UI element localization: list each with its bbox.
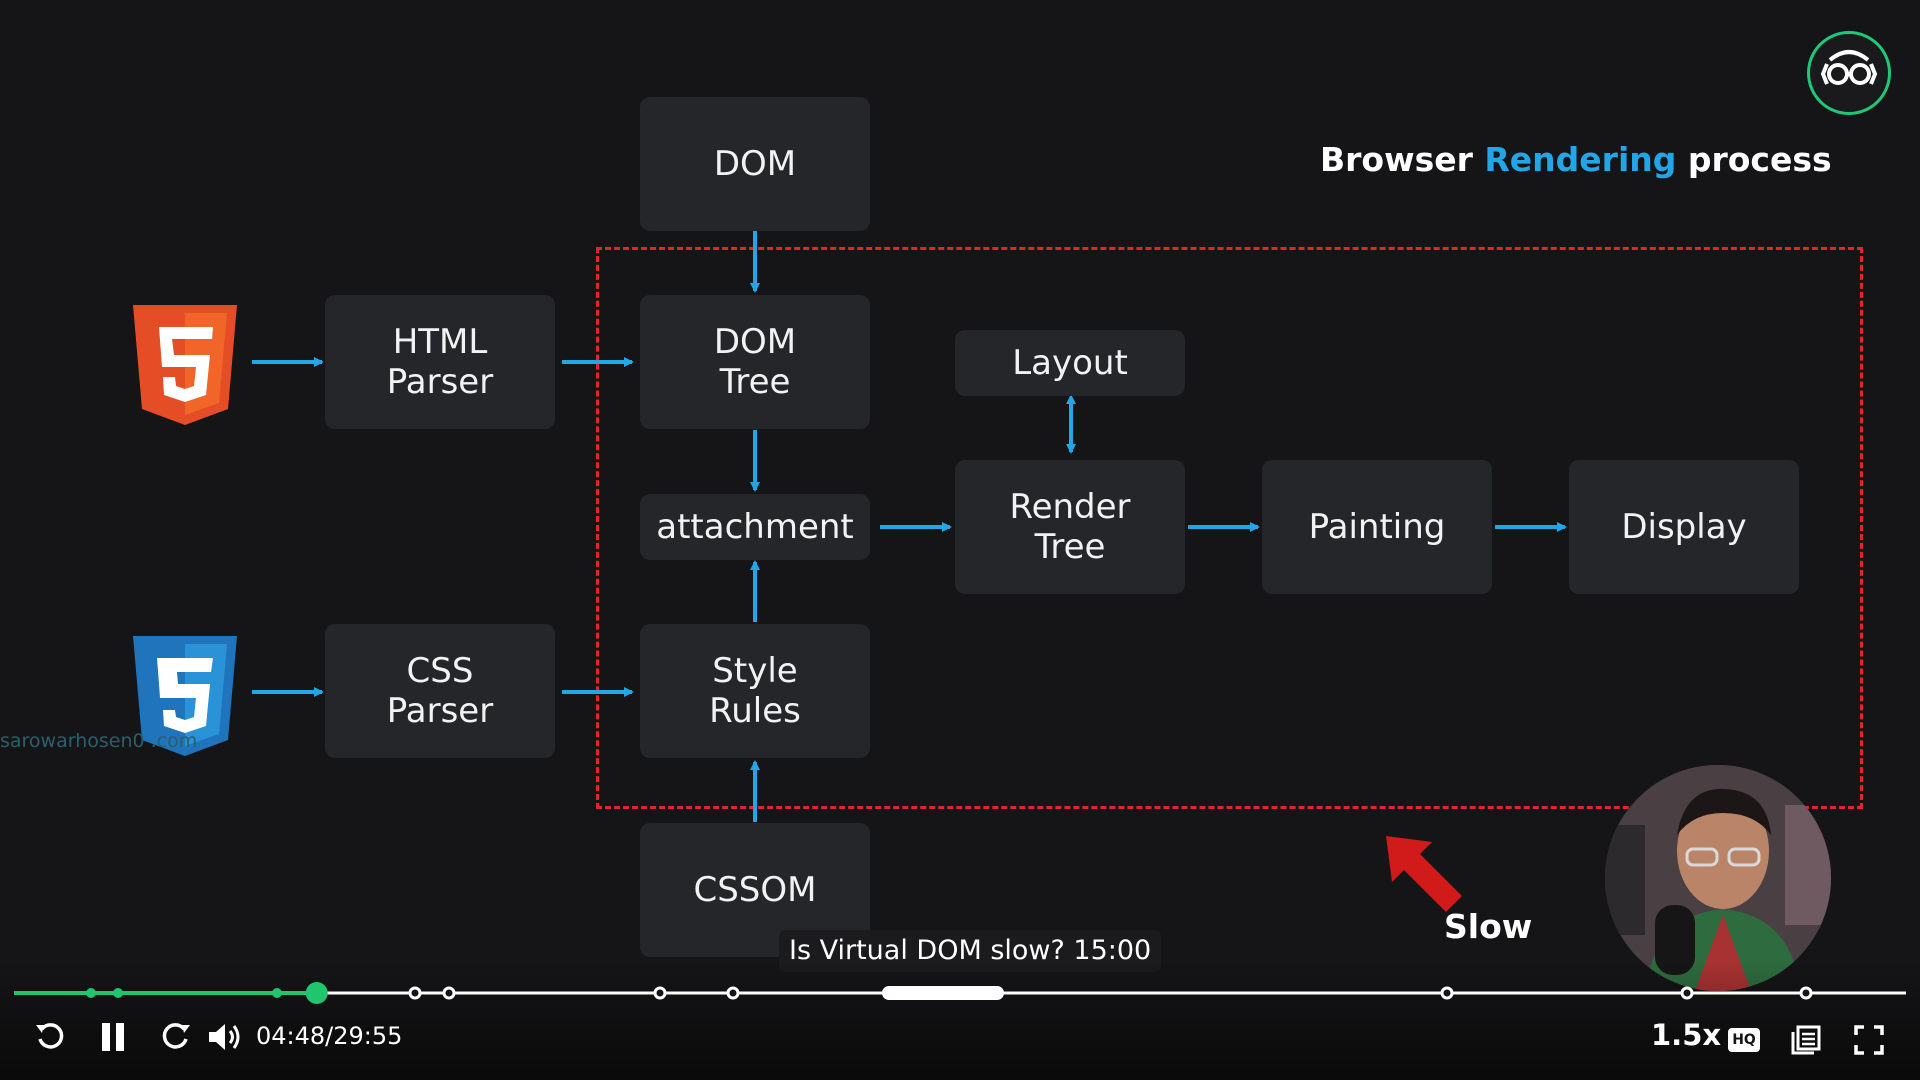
chapter-marker: [1440, 986, 1454, 1000]
html5-logo-icon: [133, 305, 237, 425]
pause-icon: [102, 1023, 124, 1051]
volume-icon: [209, 1024, 240, 1050]
chapter-highlight-segment: [882, 986, 1004, 1000]
chapter-marker: [408, 986, 422, 1000]
rewind-icon: [36, 1023, 64, 1049]
chapter-marker: [726, 986, 740, 1000]
fullscreen-icon: [1854, 1025, 1884, 1055]
transcript-button[interactable]: [1786, 1021, 1826, 1059]
hq-icon: HQ: [1728, 1028, 1760, 1052]
glasses-icon: [1820, 50, 1878, 85]
node-attachment: attachment: [640, 494, 870, 560]
chapter-marker: [1799, 986, 1813, 1000]
time-display: 04:48/29:55: [256, 1022, 403, 1050]
chapter-marker: [113, 988, 123, 998]
node-render-tree: Render Tree: [955, 460, 1185, 594]
transcript-icon: [1791, 1025, 1821, 1055]
hq-label: HQ: [1732, 1032, 1756, 1048]
red-arrow-icon: [1386, 836, 1462, 912]
pause-button[interactable]: [93, 1017, 133, 1057]
rewind-button[interactable]: [30, 1017, 70, 1057]
player-controls-overlay: [0, 960, 1920, 1080]
control-bar: [0, 1005, 1920, 1075]
chapter-marker: [442, 986, 456, 1000]
chapter-marker: [653, 986, 667, 1000]
presenter-avatar-icon: [1605, 765, 1831, 991]
rendering-boundary: [596, 247, 1863, 809]
node-dom-tree: DOM Tree: [640, 295, 870, 429]
presenter-webcam: [1605, 765, 1831, 991]
node-layout: Layout: [955, 330, 1185, 396]
chapter-marker: [1680, 986, 1694, 1000]
css3-logo-icon: [133, 636, 237, 756]
progress-bar[interactable]: [0, 973, 1920, 1013]
diagram-title: Browser Rendering process: [1320, 140, 1832, 179]
forward-icon: [162, 1023, 190, 1049]
slow-label: Slow: [1444, 907, 1533, 946]
quality-button[interactable]: HQ: [1724, 1023, 1764, 1057]
node-html-parser: HTML Parser: [325, 295, 555, 429]
node-dom: DOM: [640, 97, 870, 231]
chapter-marker: [272, 988, 282, 998]
node-display: Display: [1569, 460, 1799, 594]
channel-logo: [1807, 31, 1891, 115]
forward-button[interactable]: [156, 1017, 196, 1057]
node-style-rules: Style Rules: [640, 624, 870, 758]
chapter-markers: [86, 986, 1813, 1000]
volume-button[interactable]: [204, 1017, 244, 1057]
fullscreen-button[interactable]: [1849, 1021, 1889, 1059]
scrubber-handle: [305, 982, 328, 1004]
node-painting: Painting: [1262, 460, 1492, 594]
playback-speed-button[interactable]: 1.5x: [1651, 1018, 1722, 1052]
watermark-text: sarowarhosen0 .com: [0, 730, 198, 752]
chapter-marker: [86, 988, 96, 998]
node-css-parser: CSS Parser: [325, 624, 555, 758]
